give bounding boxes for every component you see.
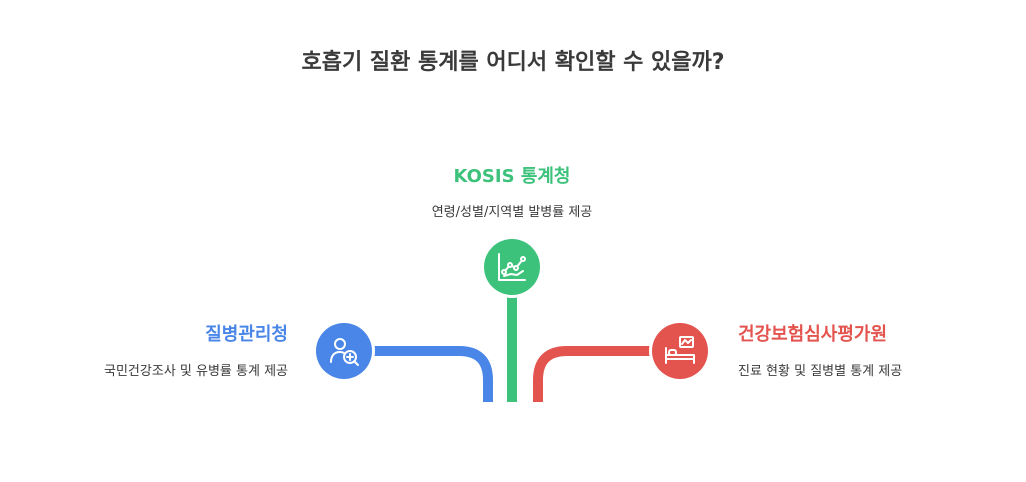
blue-connector bbox=[372, 346, 493, 402]
kdca-description: 국민건강조사 및 유병률 통계 제공 bbox=[104, 364, 288, 379]
hira-heading: 건강보험심사평가원 bbox=[738, 324, 888, 345]
line-chart-icon bbox=[498, 253, 526, 281]
kosis-node bbox=[484, 239, 540, 295]
hira-node bbox=[652, 323, 708, 379]
hospital-bed-icon bbox=[665, 336, 695, 364]
red-connector bbox=[533, 346, 652, 402]
kosis-heading: KOSIS 통계청 bbox=[453, 166, 571, 187]
diagram-title: 호흡기 질환 통계를 어디서 확인할 수 있을까? bbox=[301, 50, 725, 75]
user-search-icon bbox=[330, 338, 359, 366]
kdca-node bbox=[316, 323, 372, 379]
kosis-description: 연령/성별/지역별 발병률 제공 bbox=[431, 205, 593, 220]
hira-description: 진료 현황 및 질병별 통계 제공 bbox=[738, 364, 903, 379]
kdca-heading: 질병관리청 bbox=[205, 324, 288, 345]
